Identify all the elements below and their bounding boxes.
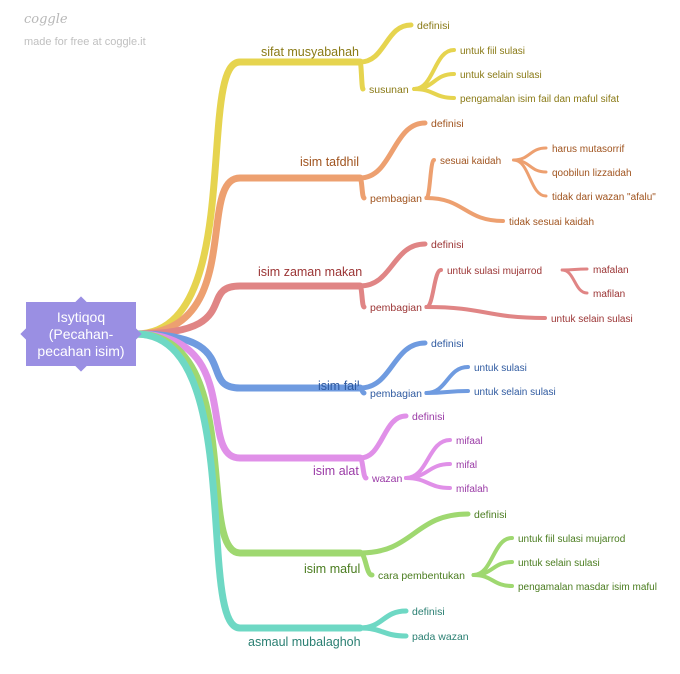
- branch-line-0: [132, 58, 364, 338]
- leaf-label-4-1-0[interactable]: mifaal: [456, 436, 483, 447]
- leaf-label-0-1-0[interactable]: untuk fiil sulasi: [460, 46, 525, 57]
- branch-label-2[interactable]: isim zaman makan: [258, 265, 362, 279]
- leaf-line-1-1-0: [424, 158, 436, 200]
- sub-label-0-1[interactable]: susunan: [369, 84, 409, 96]
- sub-label-4-1[interactable]: wazan: [371, 473, 403, 485]
- sub-label-1-0[interactable]: definisi: [431, 118, 464, 130]
- sub-label-6-0[interactable]: definisi: [412, 606, 445, 618]
- leaf2-label-1-1-0-0[interactable]: harus mutasorrif: [552, 144, 624, 155]
- leaf2-line-2-1-0-1: [560, 268, 589, 295]
- sub-line-3-1: [357, 385, 367, 396]
- leaf-label-1-1-0[interactable]: sesuai kaidah: [440, 156, 501, 167]
- sub-label-1-1[interactable]: pembagian: [370, 193, 422, 205]
- branch-line-2: [132, 282, 364, 338]
- sub-label-5-0[interactable]: definisi: [474, 509, 507, 521]
- sub-label-3-1[interactable]: pembagian: [370, 388, 422, 400]
- sub-label-4-0[interactable]: definisi: [412, 411, 445, 423]
- root-node-label: Isytiqoq (Pecahan- pecahan isim): [37, 308, 125, 359]
- leaf-line-3-1-1: [424, 389, 470, 395]
- leaf-line-4-1-1: [404, 462, 452, 480]
- sub-line-6-0: [357, 608, 409, 631]
- sub-label-6-1[interactable]: pada wazan: [412, 631, 469, 643]
- coggle-tagline: made for free at coggle.it: [24, 36, 146, 48]
- sub-line-4-0: [357, 413, 409, 461]
- leaf2-label-2-1-0-0[interactable]: mafalan: [593, 265, 629, 276]
- sub-label-0-0[interactable]: definisi: [417, 20, 450, 32]
- branch-line-6: [132, 330, 364, 632]
- sub-line-6-1: [357, 625, 409, 639]
- coggle-logo: coggle: [24, 12, 68, 27]
- sub-line-3-0: [357, 340, 428, 391]
- sub-line-5-1: [357, 550, 375, 578]
- leaf-label-0-1-1[interactable]: untuk selain sulasi: [460, 70, 542, 81]
- branch-label-0[interactable]: sifat musyabahah: [261, 45, 359, 59]
- branch-label-6[interactable]: asmaul mubalaghoh: [248, 635, 361, 649]
- leaf-label-5-1-1[interactable]: untuk selain sulasi: [518, 558, 600, 569]
- leaf-label-5-1-2[interactable]: pengamalan masdar isim maful: [518, 582, 657, 593]
- sub-label-2-0[interactable]: definisi: [431, 239, 464, 251]
- leaf-line-0-1-1: [412, 72, 456, 91]
- sub-label-5-1[interactable]: cara pembentukan: [378, 570, 465, 582]
- branch-label-1[interactable]: isim tafdhil: [300, 155, 359, 169]
- leaf2-line-1-1-0-2: [512, 158, 548, 198]
- sub-line-2-1: [357, 283, 367, 310]
- leaf-label-5-1-0[interactable]: untuk fiil sulasi mujarrod: [518, 534, 625, 545]
- leaf-line-2-1-0: [424, 268, 443, 309]
- sub-line-4-1: [357, 455, 369, 481]
- leaf2-line-1-1-0-0: [512, 146, 548, 162]
- leaf2-label-1-1-0-1[interactable]: qoobilun lizzaidah: [552, 168, 632, 179]
- leaf-label-4-1-2[interactable]: mifalah: [456, 484, 488, 495]
- leaf-line-5-1-1: [471, 560, 514, 577]
- sub-line-0-0: [357, 22, 414, 65]
- sub-line-2-0: [357, 241, 428, 289]
- branch-line-1: [132, 174, 364, 338]
- root-node[interactable]: Isytiqoq (Pecahan- pecahan isim): [26, 302, 136, 366]
- branch-label-4[interactable]: isim alat: [313, 464, 359, 478]
- leaf-line-2-1-1: [424, 305, 547, 320]
- sub-line-1-0: [357, 120, 428, 181]
- leaf2-label-1-1-0-2[interactable]: tidak dari wazan "afalu": [552, 192, 656, 203]
- leaf-label-4-1-1[interactable]: mifal: [456, 460, 477, 471]
- leaf-label-2-1-0[interactable]: untuk sulasi mujarrod: [447, 266, 542, 277]
- leaf-line-5-1-2: [471, 573, 514, 588]
- leaf-label-3-1-0[interactable]: untuk sulasi: [474, 363, 527, 374]
- leaf-line-0-1-2: [412, 87, 456, 100]
- branch-line-4: [132, 330, 364, 462]
- sub-label-2-1[interactable]: pembagian: [370, 302, 422, 314]
- leaf-label-3-1-1[interactable]: untuk selain sulasi: [474, 387, 556, 398]
- sub-line-1-1: [357, 175, 367, 201]
- branch-label-5[interactable]: isim maful: [304, 562, 360, 576]
- leaf-label-0-1-2[interactable]: pengamalan isim fail dan maful sifat: [460, 94, 619, 105]
- sub-line-5-0: [357, 511, 471, 556]
- sub-label-3-0[interactable]: definisi: [431, 338, 464, 350]
- leaf-line-1-1-1: [424, 196, 505, 223]
- sub-line-0-1: [357, 59, 366, 92]
- leaf2-label-2-1-0-1[interactable]: mafilan: [593, 289, 625, 300]
- branch-label-3[interactable]: isim fail: [318, 379, 360, 393]
- leaf-label-2-1-1[interactable]: untuk selain sulasi: [551, 314, 633, 325]
- branch-line-5: [132, 330, 364, 557]
- leaf-line-4-1-2: [404, 476, 452, 490]
- leaf-label-1-1-1[interactable]: tidak sesuai kaidah: [509, 217, 594, 228]
